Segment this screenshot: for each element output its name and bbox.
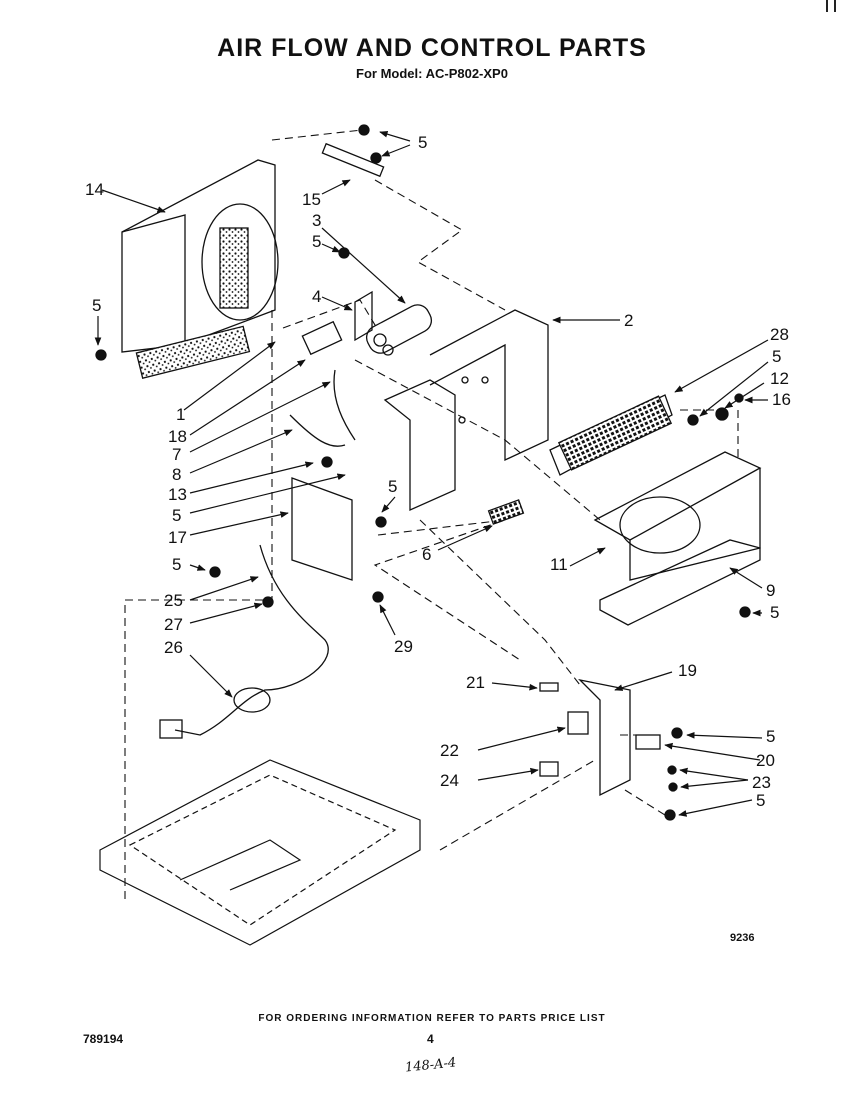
terminal-part (539, 761, 559, 777)
blower-base-part (593, 451, 762, 626)
callout-1: 1 (176, 405, 185, 424)
callout-5: 5 (312, 232, 321, 251)
callout-27: 27 (164, 615, 183, 634)
callout-19: 19 (678, 661, 697, 680)
callout-9: 9 (766, 581, 775, 600)
power-cord-part (174, 544, 329, 736)
callout-5: 5 (92, 296, 101, 315)
callout-12: 12 (770, 369, 789, 388)
callout-13: 13 (168, 485, 187, 504)
screw-fasteners (95, 124, 751, 821)
callout-5: 5 (172, 506, 181, 525)
model-subtitle: For Model: AC-P802-XP0 (356, 66, 508, 81)
top-bracket-part (321, 142, 385, 178)
callout-15: 15 (302, 190, 321, 209)
callout-6: 6 (422, 545, 431, 564)
callout-14: 14 (85, 180, 104, 199)
ordering-note: FOR ORDERING INFORMATION REFER TO PARTS … (258, 1013, 606, 1024)
callout-5: 5 (418, 133, 427, 152)
callout-25: 25 (164, 591, 183, 610)
control-bracket-part (578, 678, 631, 797)
callout-18: 18 (168, 427, 187, 446)
callout-5: 5 (756, 791, 765, 810)
small-bracket-part (301, 320, 343, 356)
callout-29: 29 (394, 637, 413, 656)
base-pan-part (99, 759, 421, 946)
callout-5: 5 (172, 555, 181, 574)
callout-11: 11 (550, 555, 568, 574)
callout-2: 2 (624, 311, 633, 330)
filter-pad-part (487, 499, 525, 525)
connector-part (635, 734, 661, 750)
callout-23: 23 (752, 773, 771, 792)
callout-8: 8 (172, 465, 181, 484)
callout-5: 5 (772, 347, 781, 366)
callout-22: 22 (440, 741, 459, 760)
callout-3: 3 (312, 211, 321, 230)
foam-strip-part (135, 325, 251, 379)
callout-7: 7 (172, 445, 181, 464)
wire-harness-part (289, 369, 356, 447)
document-number: 789194 (83, 1032, 124, 1046)
callout-26: 26 (164, 638, 183, 657)
callout-21: 21 (466, 673, 485, 692)
drawing-number: 9236 (730, 932, 755, 944)
edge-mark (826, 0, 836, 12)
clip-part (539, 682, 559, 692)
plug-part (159, 719, 183, 739)
callout-28: 28 (770, 325, 789, 344)
callout-20: 20 (756, 751, 775, 770)
page-title: AIR FLOW AND CONTROL PARTS (217, 34, 647, 62)
callout-5: 5 (770, 603, 779, 622)
callout-5: 5 (766, 727, 775, 746)
control-housing-part (383, 309, 549, 512)
page-number: 4 (427, 1032, 434, 1046)
side-bracket-part (291, 477, 353, 581)
switch-part (567, 711, 589, 735)
front-panel-part (121, 159, 279, 353)
grille-part (549, 394, 673, 476)
callout-4: 4 (312, 287, 321, 306)
callout-16: 16 (772, 390, 791, 409)
callout-5: 5 (388, 477, 397, 496)
capacitor-part (365, 304, 433, 356)
callout-17: 17 (168, 528, 187, 547)
capacitor-bracket-part (354, 290, 373, 342)
callout-24: 24 (440, 771, 459, 790)
